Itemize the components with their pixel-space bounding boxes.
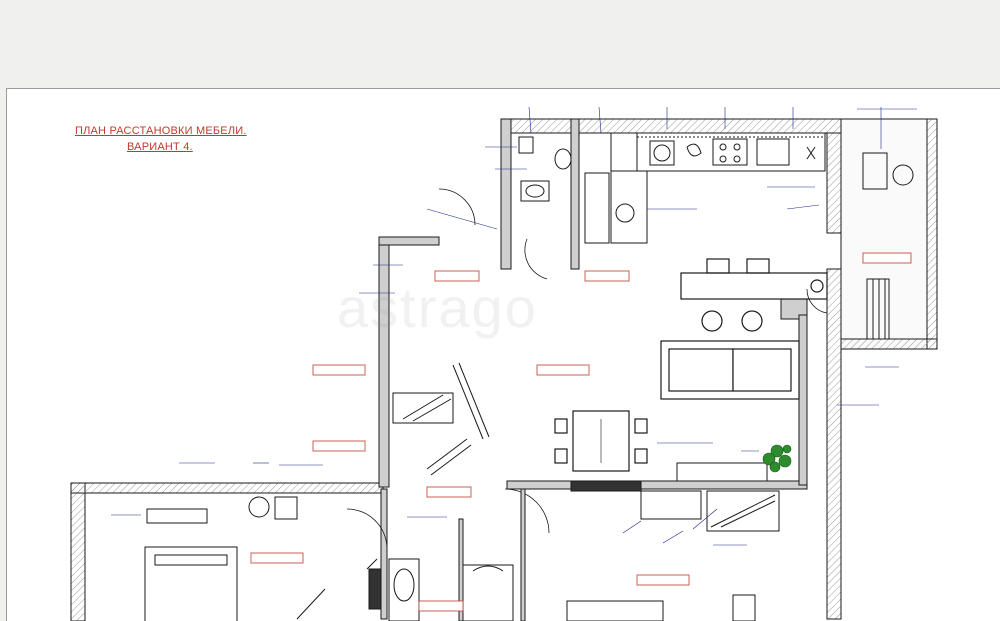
kitchen-counter bbox=[610, 132, 826, 172]
dining-table bbox=[554, 410, 648, 472]
door-swings bbox=[346, 188, 828, 550]
annotation-leaders bbox=[111, 106, 917, 546]
floor-plan-sheet: ПЛАН РАССТАНОВКИ МЕБЕЛИ. ВАРИАНТ 4. bbox=[6, 88, 1000, 621]
bathroom-fixtures bbox=[518, 136, 648, 244]
bedroom-furniture bbox=[144, 496, 378, 621]
floor-plan-drawing bbox=[70, 106, 938, 621]
room-area-boxes bbox=[250, 252, 912, 612]
plan-title-line-2: ВАРИАНТ 4. bbox=[127, 141, 193, 153]
plan-title: ПЛАН РАССТАНОВКИ МЕБЕЛИ. ВАРИАНТ 4. bbox=[75, 123, 247, 155]
kitchen-island bbox=[680, 258, 828, 332]
interior-walls bbox=[378, 118, 808, 620]
top-toolbar-area bbox=[0, 0, 1000, 88]
plant-icon bbox=[762, 444, 792, 473]
wardrobe bbox=[392, 362, 490, 476]
tv-cabinet bbox=[570, 462, 780, 532]
lower-rooms bbox=[368, 488, 756, 621]
watermark: astrago bbox=[337, 276, 538, 339]
sofa bbox=[660, 340, 800, 400]
plan-title-line-1: ПЛАН РАССТАНОВКИ МЕБЕЛИ. bbox=[75, 125, 247, 137]
balcony bbox=[840, 118, 938, 350]
